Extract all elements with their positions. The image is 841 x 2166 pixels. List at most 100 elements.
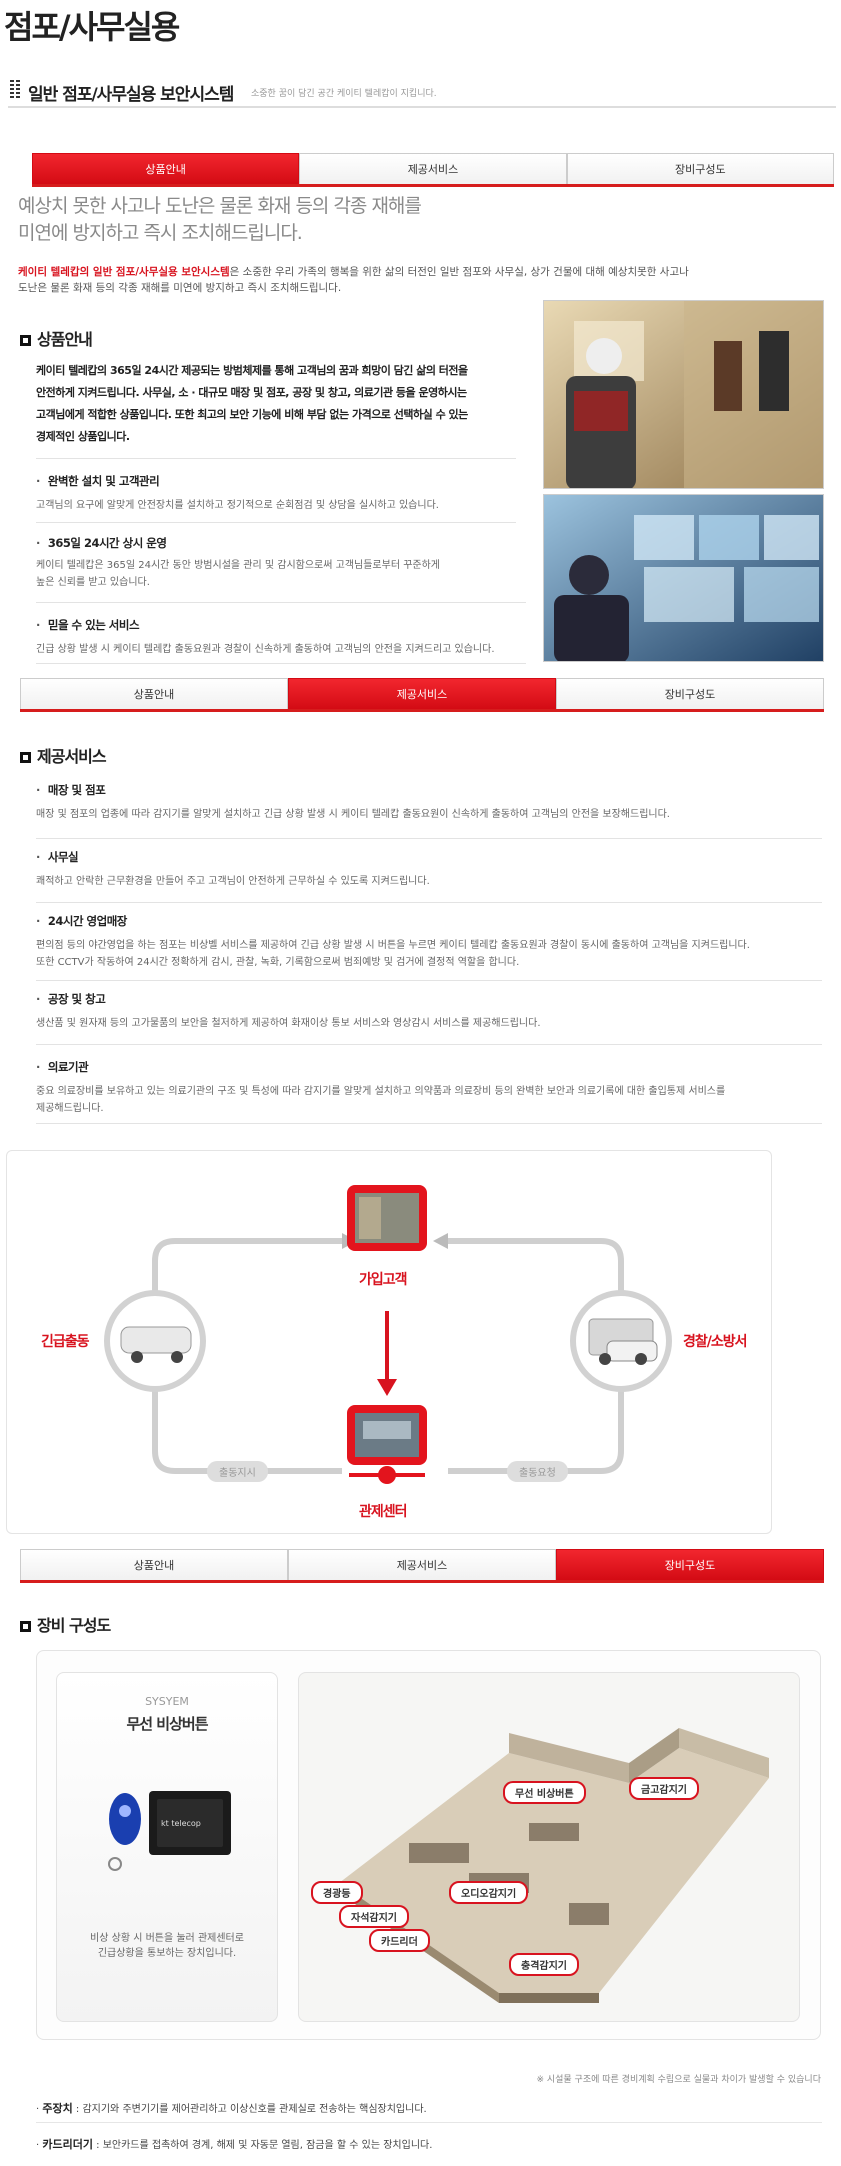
square-bullet-icon xyxy=(20,752,31,763)
lead-line-2: 미연에 방지하고 즉시 조치해드립니다. xyxy=(18,222,303,244)
customer-label: 가입고객 xyxy=(359,1272,408,1288)
panic-button-device-icon xyxy=(108,1791,231,1871)
product-heading: 상품안내 xyxy=(20,326,93,350)
intro-line-2: 도난은 물론 화재 등의 각종 재해를 미연에 방지하고 즉시 조치해드립니다. xyxy=(18,282,342,294)
intro-rest: 은 소중한 우리 가족의 행복을 위한 삶의 터전인 일반 점포와 사무실, 상… xyxy=(229,266,689,278)
flow-loop-lines xyxy=(104,1185,672,1484)
service-item: 의료기관 중요 의료장비를 보유하고 있는 의료기관의 구조 및 특성에 따라 … xyxy=(36,1044,822,1124)
service-item-desc: 생산품 및 원자재 등의 고가물품의 보안을 철저하게 제공하여 화재이상 통보… xyxy=(36,1018,541,1029)
footnote-card-reader: · 카드리더기 : 보안카드를 접촉하여 경계, 해제 및 자동문 열림, 잠금… xyxy=(36,2138,433,2151)
tab-product[interactable]: 상품안내 xyxy=(32,153,300,184)
tag-panic-button: 무선 비상버튼 xyxy=(503,1781,586,1804)
service-item-desc: 제공해드립니다. xyxy=(36,1103,104,1114)
tab-service[interactable]: 제공서비스 xyxy=(288,678,556,709)
square-bullet-icon xyxy=(20,1621,31,1632)
tab-bar-1: 상품안내 제공서비스 장비구성도 xyxy=(32,153,834,187)
guard-illustration xyxy=(544,301,823,488)
service-item-title: 사무실 xyxy=(36,849,822,865)
lead-text: 예상치 못한 사고나 도난은 물론 화재 등의 각종 재해를 미연에 방지하고 … xyxy=(18,193,578,247)
service-heading: 제공서비스 xyxy=(20,743,107,767)
equipment-heading: 장비 구성도 xyxy=(20,1612,111,1636)
control-center-photo xyxy=(543,494,824,662)
product-body-line: 안전하게 지켜드립니다. 사무실, 소 · 대규모 매장 및 점포, 공장 및 … xyxy=(36,386,467,399)
product-desc-line: 긴급상황을 통보하는 장치입니다. xyxy=(97,1948,237,1959)
footnote-desc: : 보안카드를 접촉하여 경계, 해제 및 자동문 열림, 잠금을 할 수 있는… xyxy=(92,2140,433,2151)
tab-equipment[interactable]: 장비구성도 xyxy=(566,153,834,184)
product-card: SYSYEM 무선 비상버튼 kt telecop 비상 상황 시 버튼을 눌러… xyxy=(56,1672,278,2022)
page-title: 점포/사무실용 xyxy=(4,8,180,46)
product-body: 케이티 텔레캅의 365일 24시간 제공되는 방범체제를 통해 고객님의 꿈과… xyxy=(36,360,536,448)
tab-bar-2: 상품안내 제공서비스 장비구성도 xyxy=(20,678,824,712)
product-item: 믿을 수 있는 서비스 긴급 상황 발생 시 케이티 텔레캅 출동요원과 경찰이… xyxy=(36,602,526,664)
product-item: 완벽한 설치 및 고객관리 고객님의 요구에 알맞게 안전장치를 설치하고 정기… xyxy=(36,458,516,520)
lead-line-1: 예상치 못한 사고나 도난은 물론 화재 등의 각종 재해를 xyxy=(18,195,422,217)
subhead-subtitle: 소중한 꿈이 담긴 공간 케이티 텔레캅이 지킵니다. xyxy=(251,89,437,99)
equipment-note: ※ 시설물 구조에 따른 경비계획 수립으로 실물과 차이가 발생할 수 있습니… xyxy=(536,2075,821,2085)
service-heading-text: 제공서비스 xyxy=(37,747,107,766)
footnote-term: 카드리더기 xyxy=(42,2138,93,2151)
service-item-title: 공장 및 창고 xyxy=(36,991,822,1007)
service-item: 공장 및 창고 생산품 및 원자재 등의 고가물품의 보안을 철저하게 제공하여… xyxy=(36,980,822,1042)
service-item-desc: 편의점 등의 야간영업을 하는 점포는 비상벨 서비스를 제공하여 긴급 상황 … xyxy=(36,940,750,951)
service-item-title: 24시간 영업매장 xyxy=(36,913,822,929)
tag-audio-detector: 오디오감지기 xyxy=(449,1881,529,1904)
product-heading-text: 상품안내 xyxy=(37,330,93,349)
product-item: 365일 24시간 상시 운영 케이티 텔레캅은 365일 24시간 동안 방범… xyxy=(36,522,516,598)
dispatch-request-pill: 출동요청 xyxy=(507,1461,568,1482)
dispatch-order-pill: 출동지시 xyxy=(207,1461,268,1482)
footnote-term: 주장치 xyxy=(42,2102,73,2115)
footnote-main-unit: · 주장치 : 감지기와 주변기기를 제어관리하고 이상신호를 관제실로 전송하… xyxy=(36,2094,822,2123)
control-room-illustration xyxy=(544,495,823,661)
service-item-title: 의료기관 xyxy=(36,1059,822,1075)
product-item-desc: 고객님의 요구에 알맞게 안전장치를 설치하고 정기적으로 순회점검 및 상담을… xyxy=(36,500,439,511)
dispatch-label: 긴급출동 xyxy=(41,1334,90,1350)
product-body-line: 케이티 텔레캅의 365일 24시간 제공되는 방범체제를 통해 고객님의 꿈과… xyxy=(36,364,468,377)
dotted-bullet-icon xyxy=(10,80,20,98)
service-item-title: 매장 및 점포 xyxy=(36,782,822,798)
section-subhead: 일반 점포/사무실용 보안시스템 소중한 꿈이 담긴 공간 케이티 텔레캅이 지… xyxy=(8,78,836,108)
service-item: 24시간 영업매장 편의점 등의 야간영업을 하는 점포는 비상벨 서비스를 제… xyxy=(36,902,822,978)
tab-product[interactable]: 상품안내 xyxy=(20,678,288,709)
tab-service[interactable]: 제공서비스 xyxy=(288,1549,556,1580)
service-item: 매장 및 점포 매장 및 점포의 업종에 따라 감지기를 알맞게 설치하고 긴급… xyxy=(36,774,822,836)
product-body-line: 경제적인 상품입니다. xyxy=(36,430,130,443)
police-fire-label: 경찰/소방서 xyxy=(683,1334,748,1350)
intro-highlight: 케이티 텔레캅의 일반 점포/사무실용 보안시스템 xyxy=(18,266,230,278)
device-brand: kt telecop xyxy=(161,1819,201,1828)
service-item: 사무실 쾌적하고 안락한 근무환경을 만들어 주고 고객님이 안전하게 근무하실… xyxy=(36,838,822,900)
product-item-desc: 긴급 상황 발생 시 케이티 텔레캅 출동요원과 경찰이 신속하게 출동하여 고… xyxy=(36,644,495,655)
intro-text: 케이티 텔레캅의 일반 점포/사무실용 보안시스템은 소중한 우리 가족의 행복… xyxy=(18,264,708,296)
product-name: 무선 비상버튼 xyxy=(126,1715,208,1733)
system-label: SYSYEM xyxy=(145,1695,189,1708)
tag-safe-detector: 금고감지기 xyxy=(629,1777,699,1800)
tab-product[interactable]: 상품안내 xyxy=(20,1549,288,1580)
tab-equipment[interactable]: 장비구성도 xyxy=(556,678,824,709)
equipment-heading-text: 장비 구성도 xyxy=(37,1616,111,1635)
tab-bar-3: 상품안내 제공서비스 장비구성도 xyxy=(20,1549,824,1583)
tab-service[interactable]: 제공서비스 xyxy=(299,153,567,184)
tag-magnetic-detector: 자석감지기 xyxy=(339,1905,409,1928)
floorplan-card: 무선 비상버튼 금고감지기 경광등 오디오감지기 자석감지기 카드리더 충격감지… xyxy=(298,1672,800,2022)
security-guard-photo xyxy=(543,300,824,489)
product-item-title: 365일 24시간 상시 운영 xyxy=(36,535,516,551)
product-desc-line: 비상 상황 시 버튼을 눌러 관제센터로 xyxy=(90,1933,244,1944)
product-item-desc: 케이티 텔레캅은 365일 24시간 동안 방범시설을 관리 및 감시함으로써 … xyxy=(36,560,440,571)
tag-card-reader: 카드리더 xyxy=(369,1929,430,1952)
subhead-title: 일반 점포/사무실용 보안시스템 xyxy=(28,85,234,105)
footnote-desc: : 감지기와 주변기기를 제어관리하고 이상신호를 관제실로 전송하는 핵심장치… xyxy=(72,2104,427,2115)
product-item-desc: 높은 신뢰를 받고 있습니다. xyxy=(36,577,150,588)
product-body-line: 고객님에게 적합한 상품입니다. 또한 최고의 보안 기능에 비해 부담 없는 … xyxy=(36,408,468,421)
tab-equipment[interactable]: 장비구성도 xyxy=(556,1549,824,1580)
product-item-title: 완벽한 설치 및 고객관리 xyxy=(36,473,516,489)
product-item-title: 믿을 수 있는 서비스 xyxy=(36,617,526,633)
service-item-desc: 쾌적하고 안락한 근무환경을 만들어 주고 고객님이 안전하게 근무하실 수 있… xyxy=(36,876,430,887)
product-desc: 비상 상황 시 버튼을 눌러 관제센터로 긴급상황을 통보하는 장치입니다. xyxy=(57,1931,277,1961)
service-item-desc: 또한 CCTV가 작동하여 24시간 정확하게 감시, 관찰, 녹화, 기록함으… xyxy=(36,957,520,968)
tag-warning-light: 경광등 xyxy=(311,1881,363,1904)
tag-shock-detector: 충격감지기 xyxy=(509,1953,579,1976)
control-center-label: 관제센터 xyxy=(359,1504,408,1520)
service-item-desc: 중요 의료장비를 보유하고 있는 의료기관의 구조 및 특성에 따라 감지기를 … xyxy=(36,1086,726,1097)
service-item-desc: 매장 및 점포의 업종에 따라 감지기를 알맞게 설치하고 긴급 상황 발생 시… xyxy=(36,809,670,820)
service-flow-diagram: 가입고객 관제센터 긴급출동 경찰/소방서 출동지시 출동요청 xyxy=(6,1150,772,1534)
square-bullet-icon xyxy=(20,335,31,346)
